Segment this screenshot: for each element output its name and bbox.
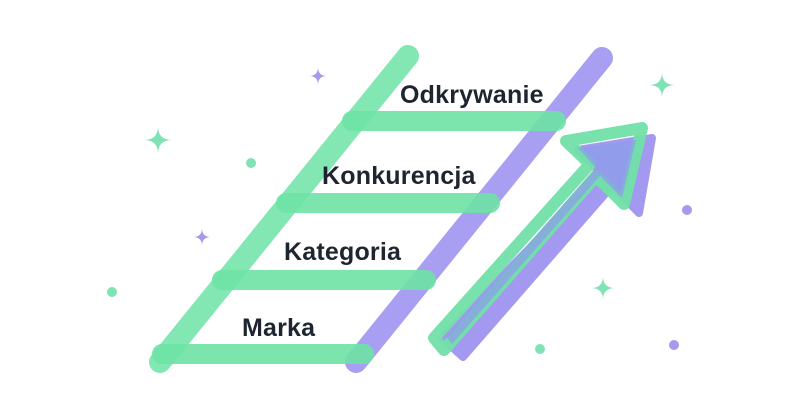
sparkle-icon-top-right: [649, 72, 675, 98]
sparkle-icon-top-left: [309, 67, 327, 85]
sparkle-icon-right: [591, 276, 615, 300]
step-label-marka: Marka: [242, 314, 316, 342]
sparkle-icon-left-small: [193, 228, 211, 246]
step-label-odkrywanie: Odkrywanie: [400, 81, 544, 109]
step-label-kategoria: Kategoria: [284, 238, 402, 266]
dot-icon-3: [682, 205, 692, 215]
dot-icon-4: [535, 344, 545, 354]
dot-icon-1: [246, 158, 256, 168]
dot-icon-2: [107, 287, 117, 297]
up-right-arrow-icon: [428, 122, 648, 356]
dot-icon-5: [669, 340, 679, 350]
ladder-rail-left: [149, 45, 419, 373]
step-label-konkurencja: Konkurencja: [322, 162, 476, 190]
sparkle-icon-left-large: [144, 126, 172, 154]
